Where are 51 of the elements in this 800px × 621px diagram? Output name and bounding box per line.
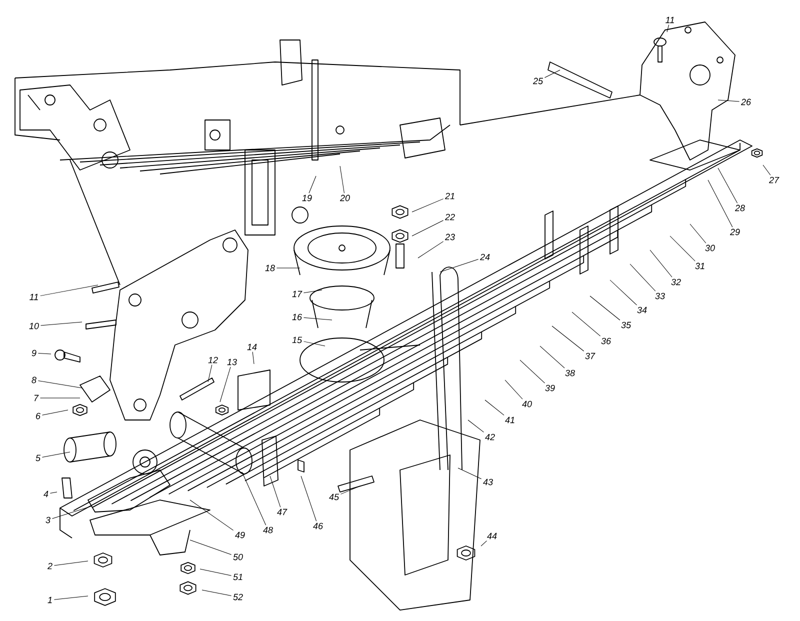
leader-line <box>544 70 560 78</box>
leader-line <box>270 476 281 508</box>
leader-line <box>418 241 444 258</box>
leader-line <box>520 360 546 384</box>
leader-line <box>340 486 360 494</box>
leader-line <box>42 410 68 416</box>
leader-line <box>690 224 706 244</box>
leader-line <box>762 164 771 176</box>
leader-line <box>252 352 254 364</box>
leader-line <box>670 236 696 262</box>
leader-line <box>540 346 565 368</box>
leader-line <box>190 540 232 555</box>
leader-line <box>52 506 92 519</box>
leader-line <box>480 540 487 546</box>
leader-line <box>54 560 88 566</box>
leader-line <box>202 590 232 596</box>
leader-line <box>38 353 52 354</box>
leader-line <box>54 596 88 600</box>
leader-line <box>468 420 484 432</box>
leader-line <box>504 380 523 400</box>
leader-line <box>38 380 82 388</box>
leader-line <box>708 180 733 228</box>
leader-line <box>303 317 332 320</box>
leader-line <box>190 500 234 531</box>
leader-line <box>303 341 326 346</box>
leader-line <box>630 264 656 292</box>
leader-line <box>40 284 98 296</box>
leader-line <box>40 322 82 326</box>
leader-line <box>242 472 266 526</box>
leader-line <box>666 24 670 32</box>
leader-line <box>718 100 740 102</box>
leader-line <box>552 326 584 352</box>
leader-line <box>412 198 444 212</box>
leader-line <box>412 220 444 236</box>
leader-line <box>650 250 672 278</box>
leader-line <box>208 364 212 382</box>
leader-line <box>42 452 70 458</box>
leader-line <box>590 296 620 320</box>
leader-line <box>718 168 738 204</box>
leader-line <box>484 400 504 416</box>
leader-line <box>610 280 638 306</box>
leader-line <box>303 290 322 294</box>
leader-line <box>440 259 479 272</box>
leader-line <box>340 166 344 194</box>
leader-line <box>458 468 482 480</box>
leader-line <box>300 476 317 522</box>
leader-line <box>50 492 58 494</box>
leader-line <box>572 312 601 336</box>
leader-line <box>308 176 316 194</box>
leader-line <box>200 568 232 576</box>
leader-line <box>220 366 231 402</box>
